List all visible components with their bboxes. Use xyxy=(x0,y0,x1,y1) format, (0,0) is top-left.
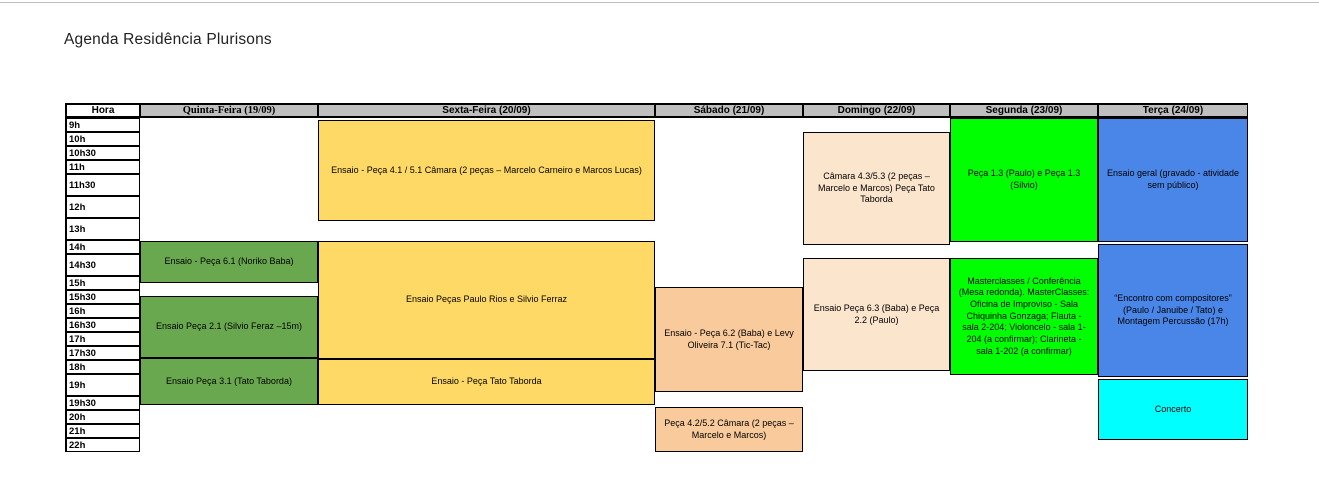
day-header-5: Terça (24/09) xyxy=(1098,103,1248,118)
hour-column-header: Hora xyxy=(65,103,140,118)
event-segunda-2: Masterclasses / Conferência (Mesa redond… xyxy=(950,258,1098,375)
event-sabado-1: Ensaio - Peça 6.2 (Baba) e Levy Oliveira… xyxy=(655,287,803,392)
hour-cell-12h: 12h xyxy=(65,196,140,218)
hour-cell-17h: 17h xyxy=(65,332,140,346)
hour-cell-16h: 16h xyxy=(65,304,140,318)
hour-cell-15h: 15h xyxy=(65,276,140,290)
hour-cell-15h30: 15h30 xyxy=(65,290,140,304)
event-sexta-3: Ensaio - Peça Tato Taborda xyxy=(318,359,655,405)
hour-cell-11h: 11h xyxy=(65,160,140,174)
hour-cell-14h: 14h xyxy=(65,240,140,254)
hour-cell-19h30: 19h30 xyxy=(65,396,140,410)
event-terca-1: Ensaio geral (gravado - atividade sem pú… xyxy=(1098,118,1248,242)
event-sexta-1: Ensaio - Peça 4.1 / 5.1 Câmara (2 peças … xyxy=(318,120,655,221)
event-sabado-2: Peça 4.2/5.2 Câmara (2 peças – Marcelo e… xyxy=(655,407,803,452)
hour-cell-13h: 13h xyxy=(65,218,140,240)
hour-cell-14h30: 14h30 xyxy=(65,254,140,276)
event-sexta-2: Ensaio Peças Paulo Rios e Silvio Ferraz xyxy=(318,241,655,359)
hour-cell-9h: 9h xyxy=(65,118,140,132)
day-header-3: Domingo (22/09) xyxy=(803,103,950,118)
event-quinta-1: Ensaio - Peça 6.1 (Noriko Baba) xyxy=(140,241,318,283)
hour-cell-19h: 19h xyxy=(65,374,140,396)
hour-cell-16h30: 16h30 xyxy=(65,318,140,332)
event-domingo-1: Câmara 4.3/5.3 (2 peças – Marcelo e Marc… xyxy=(803,132,950,245)
hour-cell-10h30: 10h30 xyxy=(65,146,140,160)
day-header-0: Quinta-Feira (19/09) xyxy=(140,103,318,118)
hour-cell-18h: 18h xyxy=(65,360,140,374)
day-header-4: Segunda (23/09) xyxy=(950,103,1098,118)
hour-cell-22h: 22h xyxy=(65,438,140,452)
hour-cell-10h: 10h xyxy=(65,132,140,146)
hour-cell-17h30: 17h30 xyxy=(65,346,140,360)
hour-cell-11h30: 11h30 xyxy=(65,174,140,196)
event-terca-2: “Encontro com compositores” (Paulo / Jan… xyxy=(1098,244,1248,377)
day-header-1: Sexta-Feira (20/09) xyxy=(318,103,655,118)
day-header-2: Sábado (21/09) xyxy=(655,103,803,118)
event-terca-3: Concerto xyxy=(1098,379,1248,440)
hour-cell-20h: 20h xyxy=(65,410,140,424)
event-quinta-2: Ensaio Peça 2.1 (Silvio Feraz –15m) xyxy=(140,296,318,358)
event-quinta-3: Ensaio Peça 3.1 (Tato Taborda) xyxy=(140,358,318,405)
hour-cell-21h: 21h xyxy=(65,424,140,438)
top-divider xyxy=(0,2,1319,3)
page-title: Agenda Residência Plurisons xyxy=(64,31,272,49)
event-domingo-2: Ensaio Peça 6.3 (Baba) e Peça 2.2 (Paulo… xyxy=(803,258,950,371)
event-segunda-1: Peça 1.3 (Paulo) e Peça 1.3 (Silvio) xyxy=(950,118,1098,242)
